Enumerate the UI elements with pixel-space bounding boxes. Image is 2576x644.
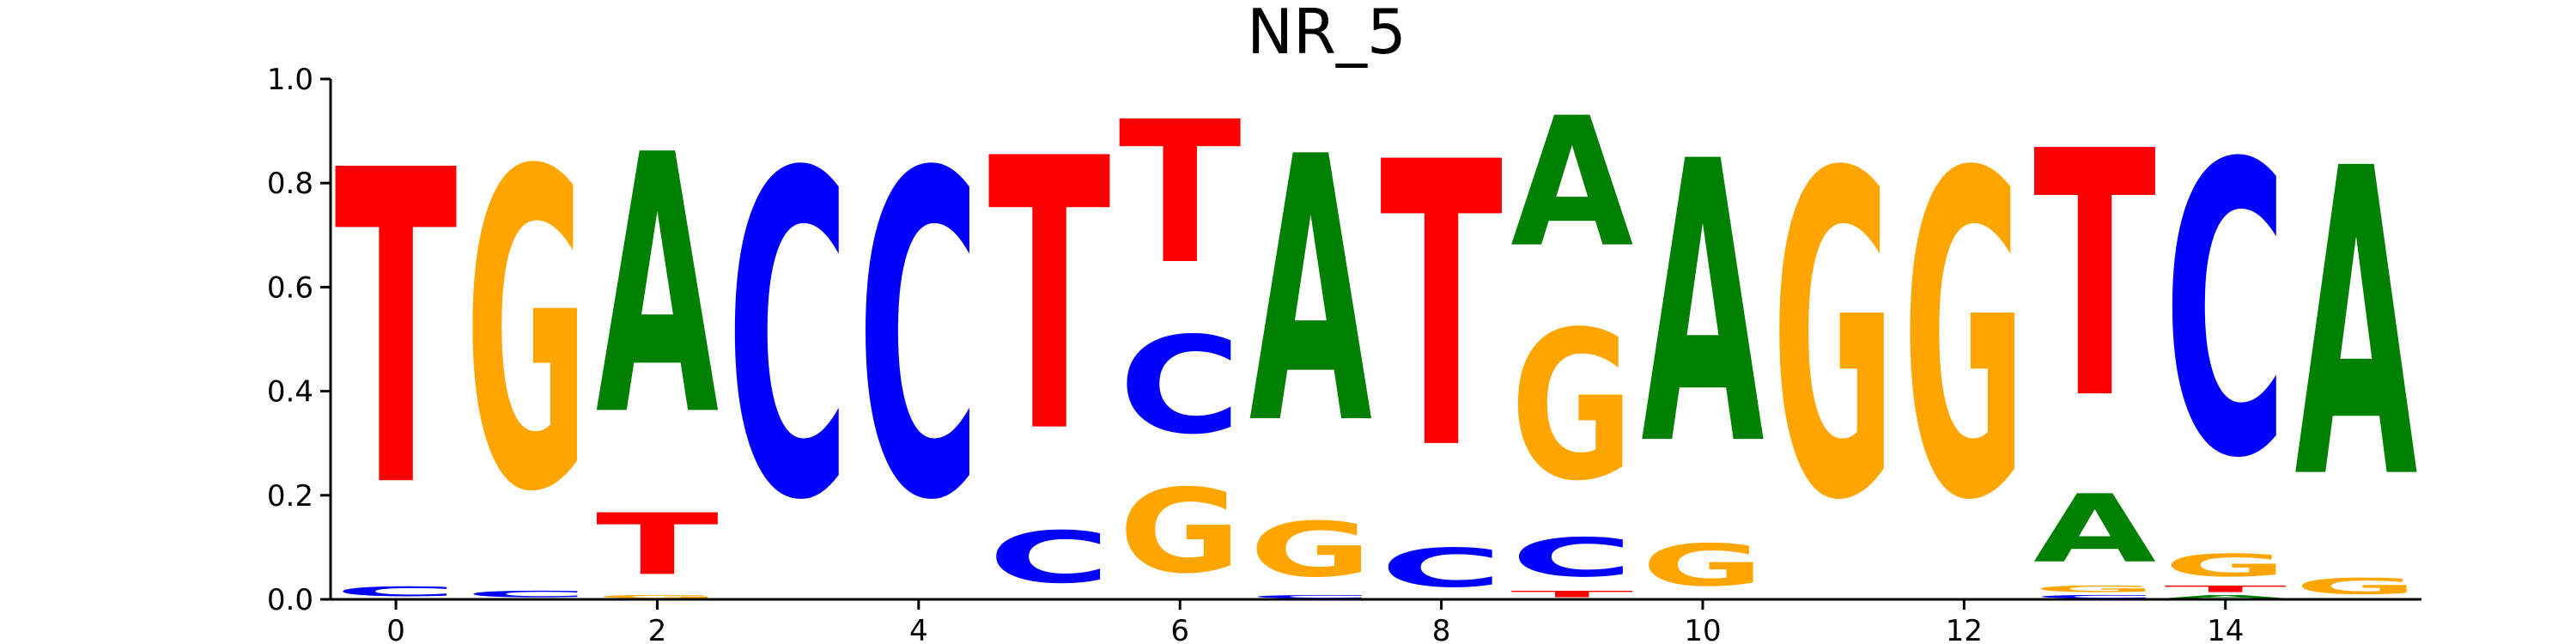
y-tick-label: 1.0 [267, 63, 313, 97]
logo-letter-C: C [726, 82, 849, 598]
x-tick-label: 8 [1432, 614, 1451, 644]
logo-letter-G: G [2164, 547, 2287, 583]
x-tick-label: 14 [2207, 614, 2244, 644]
logo-letter-C: C [1249, 594, 1372, 599]
logo-letter-G: G [1119, 464, 1242, 598]
logo-letter-G: G [1510, 289, 1633, 526]
logo-letter-T: T [2164, 584, 2287, 594]
logo-letter-A: A [1641, 81, 1765, 532]
logo-letter-A: A [2164, 594, 2287, 599]
logo-letter-C: C [988, 517, 1111, 599]
logo-letter-G: G [2294, 574, 2417, 599]
logo-letter-G: G [1903, 81, 2026, 598]
logo-letter-C: C [857, 82, 980, 598]
logo-letter-T: T [1510, 589, 1633, 599]
y-tick-label: 0.4 [267, 375, 313, 410]
x-tick-label: 0 [386, 614, 405, 644]
logo-letter-G: G [1249, 506, 1372, 594]
logo-letter-T: T [335, 80, 459, 582]
logo-letter-C: C [1119, 308, 1242, 465]
logo-letter-C: C [465, 589, 588, 599]
logo-letter-G: G [465, 82, 588, 588]
y-tick-label: 0.0 [267, 583, 313, 617]
logo-letter-T: T [1119, 80, 1242, 307]
logo-letter-A: A [2294, 80, 2418, 572]
logo-letter-T: T [2033, 81, 2157, 474]
logo-letter-A: A [2033, 475, 2156, 584]
axes: 0.0 0.2 0.4 0.6 0.8 1.0 0 2 4 6 8 10 12 14 [267, 63, 2421, 644]
x-tick-label: 2 [648, 614, 667, 644]
logo-letter-T: T [596, 495, 719, 594]
logo-letter-A: A [1510, 81, 1633, 288]
logo-letter-C: C [2164, 81, 2287, 547]
chart-title: NR_5 [1247, 0, 1406, 68]
x-tick-label: 10 [1684, 614, 1721, 644]
logo-letter-T: T [988, 80, 1112, 515]
y-tick-label: 0.8 [267, 167, 313, 201]
x-tick-label: 4 [909, 614, 928, 644]
logo-letter-G: G [2033, 584, 2156, 594]
logo-letter-C: C [2033, 594, 2156, 599]
y-tick-label: 0.2 [267, 479, 313, 513]
logo-letter-G: G [1641, 532, 1764, 599]
logo-letter-C: C [1510, 527, 1633, 589]
x-tick-label: 6 [1170, 614, 1189, 644]
logo-letter-A: A [1249, 81, 1373, 505]
logo-letter-A: A [596, 79, 720, 494]
logo-letter-C: C [1380, 538, 1503, 599]
y-tick-label: 0.6 [267, 270, 313, 305]
logo-letter-G: G [1772, 81, 1895, 598]
x-tick-label: 12 [1946, 614, 1983, 644]
logo-letter-T: T [1380, 80, 1504, 536]
logo-letter-C: C [335, 584, 458, 599]
logo-letter-G: G [596, 594, 719, 599]
